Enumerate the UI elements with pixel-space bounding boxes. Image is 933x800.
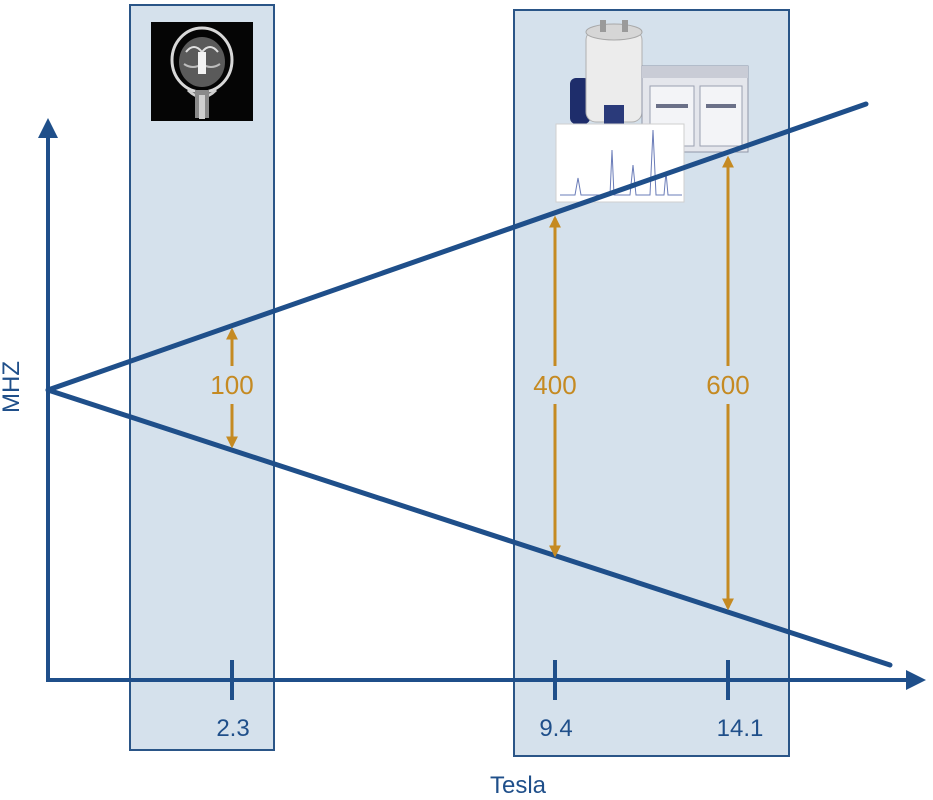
- x-axis-label: Tesla: [490, 772, 547, 799]
- brain-mri-scan-icon: [151, 22, 253, 121]
- frequency-label-600: 600: [706, 370, 749, 400]
- y-axis-label: MHZ: [0, 361, 25, 413]
- lower-energy-line: [45, 387, 893, 668]
- frequency-label-100: 100: [210, 370, 253, 400]
- x-tick-label-9-4: 9.4: [539, 715, 572, 742]
- frequency-label-400: 400: [533, 370, 576, 400]
- nmr-spectrometer-icon: [555, 20, 749, 203]
- x-tick-label-14-1: 14.1: [717, 715, 764, 742]
- upper-energy-line: [45, 101, 869, 393]
- x-tick-label-2-3: 2.3: [216, 715, 249, 742]
